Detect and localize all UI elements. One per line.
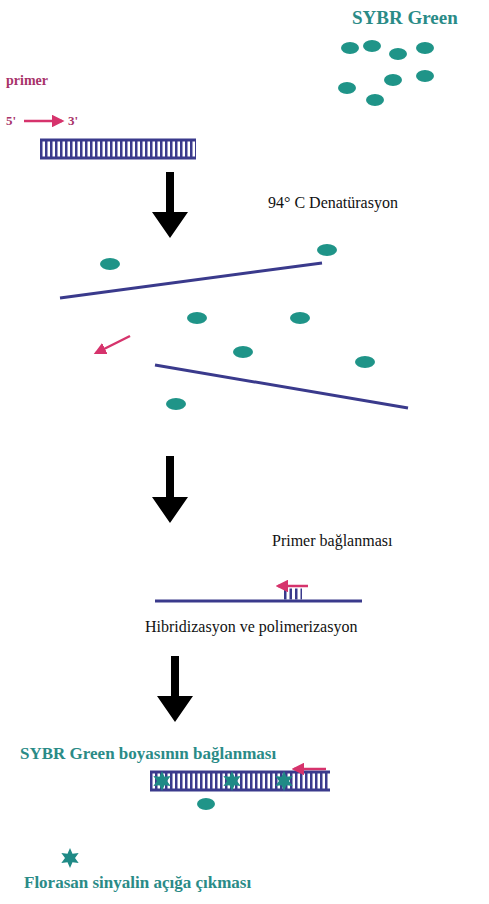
dye-molecules xyxy=(338,40,434,106)
step-label: Primer bağlanması xyxy=(272,532,392,550)
primer-arrow xyxy=(24,120,62,123)
step-label: Florasan sinyalin açığa çıkması xyxy=(24,874,251,893)
dsdna xyxy=(40,140,196,158)
step-arrows xyxy=(152,172,193,722)
end-label: 5' xyxy=(6,114,16,128)
annealed-primer xyxy=(155,586,362,601)
end-label: 3' xyxy=(68,114,78,128)
primer-label: primer xyxy=(6,73,48,88)
step-label: Hibridizasyon ve polimerizasyon xyxy=(145,618,357,636)
dye-title: SYBR Green xyxy=(352,8,458,29)
single-strands xyxy=(60,263,408,408)
step-label: SYBR Green boyasının bağlanması xyxy=(20,745,276,764)
fluorescence-star xyxy=(61,848,78,868)
free-dye xyxy=(100,244,375,410)
step-label: 94° C Denatürasyon xyxy=(268,194,398,212)
dsdna-with-dye xyxy=(150,769,330,810)
free-primer xyxy=(96,336,130,353)
